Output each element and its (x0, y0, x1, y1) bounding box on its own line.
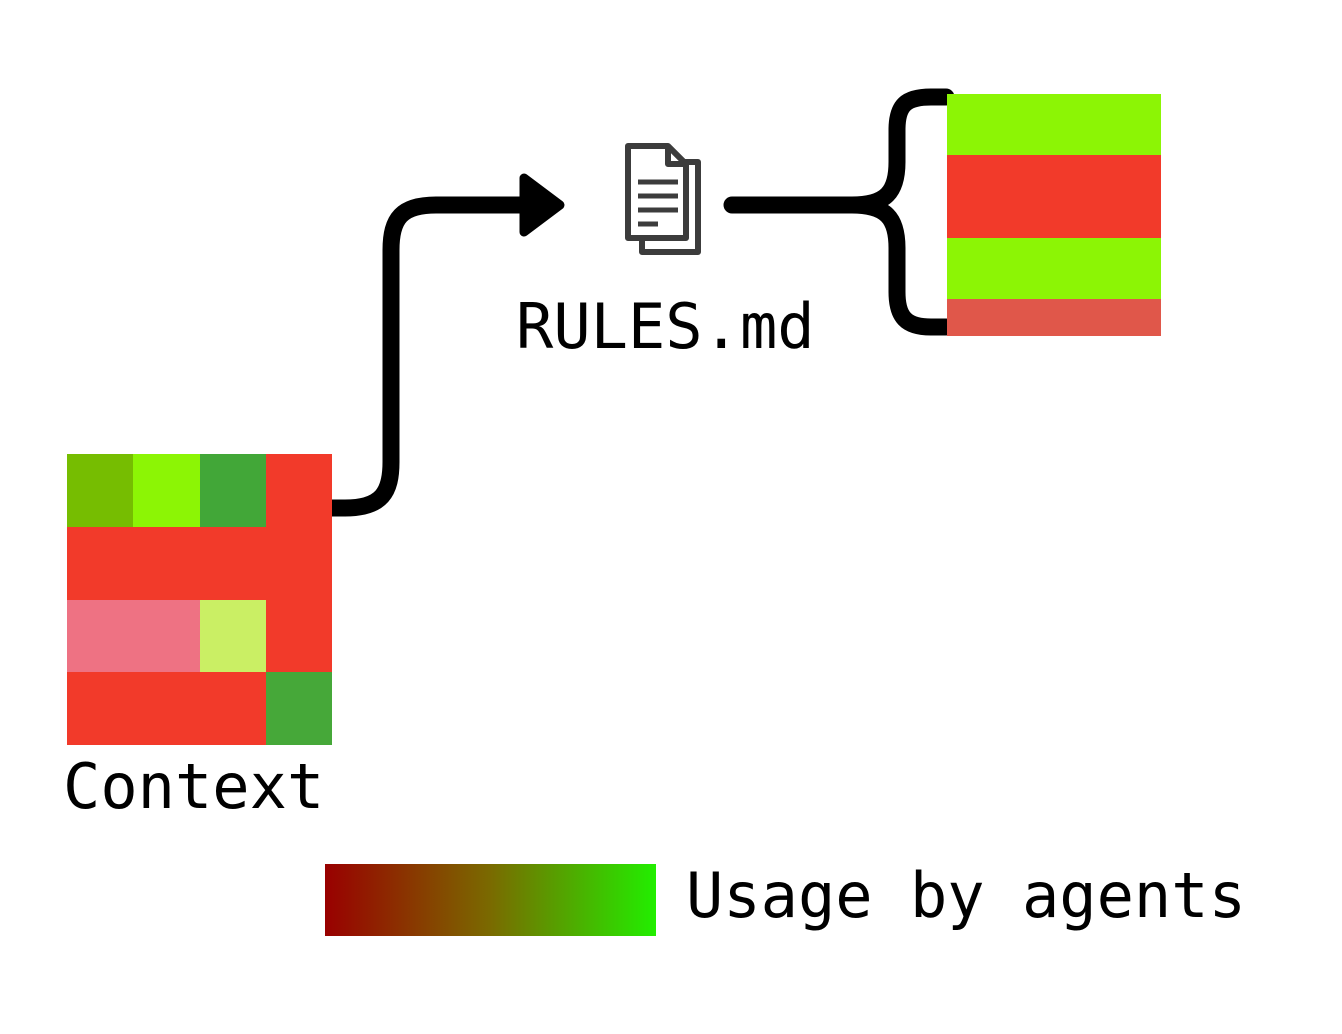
rules-band-1[interactable] (947, 94, 1161, 155)
context-cell-r2-c4[interactable] (265, 526, 332, 600)
bracket-upper-branch (843, 88, 955, 214)
context-cell-r2-c1[interactable] (67, 526, 134, 600)
bracket-lower-branch (843, 196, 955, 336)
context-cell-r2-c3[interactable] (199, 526, 266, 600)
document-text-lines (638, 179, 678, 227)
rules-heatmap[interactable] (947, 94, 1161, 336)
context-cell-r1-c1[interactable] (67, 454, 134, 527)
context-cell-r4-c1[interactable] (67, 672, 134, 745)
context-label: Context (63, 750, 325, 823)
context-cell-r3-c1[interactable] (67, 599, 134, 673)
rules-band-3[interactable] (947, 238, 1161, 299)
documents-icon (625, 143, 701, 255)
rules-band-4[interactable] (947, 298, 1161, 336)
arrowhead-icon (519, 173, 565, 237)
context-cell-r1-c2[interactable] (133, 454, 200, 527)
context-cell-r4-c3[interactable] (199, 672, 266, 745)
context-cell-r2-c2[interactable] (133, 526, 200, 600)
document-front-sheet (625, 143, 689, 241)
context-heatmap[interactable] (67, 454, 332, 745)
legend-label: Usage by agents (686, 859, 1246, 932)
rules-file-label: RULES.md (516, 290, 815, 363)
document-folded-corner (665, 146, 686, 167)
context-cell-r4-c4[interactable] (265, 672, 332, 745)
context-cell-r3-c3[interactable] (199, 599, 266, 673)
context-cell-r1-c4[interactable] (265, 454, 332, 527)
rules-band-2[interactable] (947, 154, 1161, 239)
usage-colorbar (325, 864, 656, 936)
context-cell-r4-c2[interactable] (133, 672, 200, 745)
context-cell-r3-c2[interactable] (133, 599, 200, 673)
context-cell-r3-c4[interactable] (265, 599, 332, 673)
context-cell-r1-c3[interactable] (199, 454, 266, 527)
